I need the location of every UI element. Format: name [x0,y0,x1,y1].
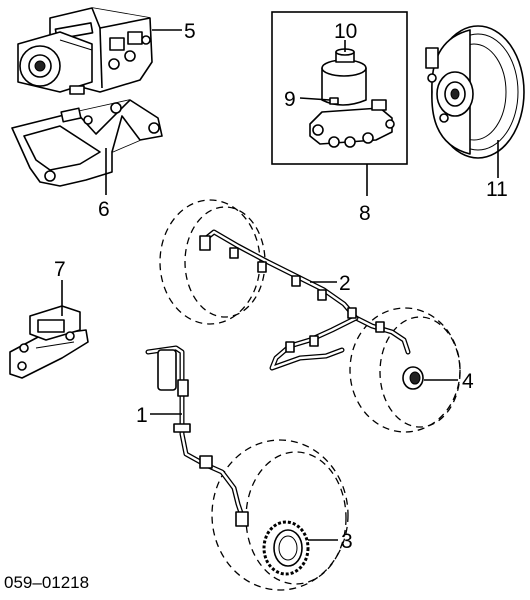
callout-9: 9 [284,88,296,111]
brake-booster-drawing [425,25,525,159]
mid-wheel-outline [349,307,461,433]
callout-8: 8 [359,202,371,225]
callout-5: 5 [184,20,196,43]
callout-2: 2 [339,272,351,295]
leader-9 [299,97,331,101]
group-frame [271,11,408,165]
sensor-ring-4-drawing [402,366,424,390]
callout-6: 6 [98,198,110,221]
callout-7: 7 [54,258,66,281]
callout-numbers: 5 6 10 9 8 11 7 2 4 1 3 [54,20,508,553]
wire-harness-2-drawing [199,229,411,371]
tone-ring-3-drawing [262,520,310,576]
abs-sensor-module-drawing [9,305,89,379]
leader-lines [61,29,499,541]
callout-1: 1 [136,404,148,427]
abs-bracket-drawing [11,99,163,187]
callout-10: 10 [334,20,357,43]
rear-wheel-outline [159,199,266,325]
abs-modulator-drawing [17,7,153,95]
callout-4: 4 [462,370,474,393]
front-harness-1-drawing [145,345,249,527]
diagram-code: 059–01218 [4,573,89,592]
callout-3: 3 [341,530,353,553]
master-cylinder-group [271,11,408,165]
callout-11: 11 [486,178,508,201]
